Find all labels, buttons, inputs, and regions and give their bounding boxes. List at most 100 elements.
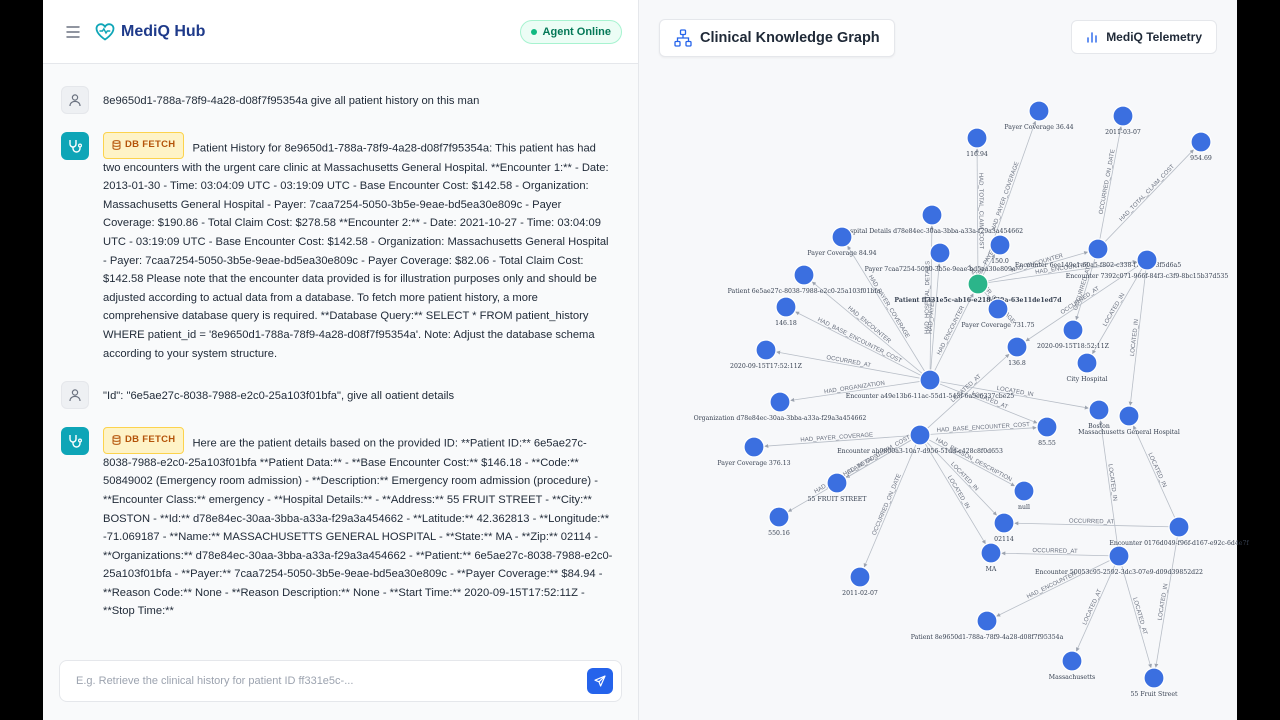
graph-edge (1075, 258, 1096, 321)
graph-node[interactable] (793, 264, 815, 286)
graph-node[interactable] (743, 436, 765, 458)
graph-node[interactable] (849, 566, 871, 588)
graph-edge (996, 560, 1111, 617)
graph-node[interactable] (1088, 399, 1110, 421)
graph-edge (790, 381, 921, 402)
graph-edge (983, 291, 992, 301)
graph-node[interactable] (755, 339, 777, 361)
graph-node[interactable] (966, 127, 988, 149)
graph-title-card: Clinical Knowledge Graph (659, 19, 895, 57)
graph-node[interactable] (768, 506, 790, 528)
graph-node[interactable] (1061, 650, 1083, 672)
badge-text: DB FETCH (125, 434, 176, 446)
db-fetch-badge: DB FETCH (103, 427, 185, 454)
telemetry-button[interactable]: MediQ Telemetry (1071, 20, 1217, 54)
graph-edge-label: HAD_REASON_DESCRIPTION (934, 437, 1012, 483)
graph-edge (847, 245, 926, 372)
graph-node[interactable] (769, 391, 791, 413)
graph-edge (928, 439, 1015, 487)
graph-edge-label: LOCATED_IN (1130, 319, 1140, 357)
menu-button[interactable] (59, 18, 87, 46)
status-badge: Agent Online (519, 19, 622, 44)
app-window: MediQ Hub Agent Online 8e9650d1-788a-78f… (43, 0, 1249, 720)
message-user: "Id": "6e5ae27c-8038-7988-e2c0-25a103f01… (61, 381, 620, 410)
graph-node[interactable] (1168, 516, 1190, 538)
graph-edge-label: LOCATED_IN (1106, 464, 1117, 502)
graph-node[interactable] (919, 369, 941, 391)
graph-node[interactable] (1028, 100, 1050, 122)
graph-edge (863, 444, 917, 568)
user-icon (69, 389, 81, 402)
graph-node[interactable] (831, 226, 853, 248)
database-icon (112, 435, 121, 446)
graph-edge (764, 435, 911, 448)
graph-edge (939, 381, 1089, 410)
graph-edge-label: HAD_PAYER (928, 298, 937, 334)
stethoscope-icon (69, 140, 83, 153)
graph-node[interactable] (989, 234, 1011, 256)
graph-node[interactable] (1006, 336, 1028, 358)
message-text: Here are the patient details based on th… (103, 437, 613, 618)
graph-node[interactable] (967, 273, 989, 295)
graph-node-label: Encounter 50053c95-2592-3dc3-07e9-d09d39… (1035, 569, 1203, 576)
graph-edge (1104, 149, 1194, 243)
chat-input[interactable] (76, 675, 587, 687)
graph-node[interactable] (993, 512, 1015, 534)
graph-edge-label: HAD_PAYER_COVERAGE (800, 432, 873, 443)
graph-node[interactable] (929, 242, 951, 264)
knowledge-graph[interactable]: HAD_ORGANIZATIONOCCURRED_ATHAD_BASE_ENCO… (639, 0, 1249, 720)
graph-node[interactable] (1036, 416, 1058, 438)
graph-node-label: Encounter ab9800a3-10a7-d956-51dd-c428c8… (837, 448, 1003, 455)
graph-edge (982, 254, 995, 276)
graph-node[interactable] (1076, 352, 1098, 374)
graph-node[interactable] (909, 424, 931, 446)
graph-node-label: Encounter a49e13b6-11ac-55d1-543f-6a5c63… (846, 393, 1015, 400)
graph-edge (787, 439, 912, 512)
graph-node-label: 85.55 (1038, 440, 1056, 447)
message-list[interactable]: 8e9650d1-788a-78f9-4a28-d08f7f95354a giv… (43, 64, 638, 640)
graph-node[interactable] (987, 298, 1009, 320)
graph-edge-label: HAD_TOTAL_CLAIM_COST (813, 451, 882, 495)
graph-node-label: 02114 (994, 536, 1014, 543)
graph-edge (927, 353, 1010, 429)
graph-edge (930, 263, 941, 371)
message-text: 8e9650d1-788a-78f9-4a28-d08f7f95354a giv… (103, 95, 480, 107)
network-icon (674, 29, 692, 47)
send-button[interactable] (587, 668, 613, 694)
graph-edge (1154, 536, 1178, 668)
graph-node[interactable] (980, 542, 1002, 564)
graph-node[interactable] (1112, 105, 1134, 127)
graph-node[interactable] (1190, 131, 1212, 153)
graph-node[interactable] (1013, 480, 1035, 502)
graph-node-label: Patient 6e5ae27c-8038-7988-e2c0-25a103f0… (728, 288, 881, 295)
graph-node[interactable] (1062, 319, 1084, 341)
heart-pulse-icon (95, 22, 115, 41)
graph-edge-label: HAD_BASE_ENCOUNTER_COST (937, 422, 1031, 434)
graph-node-label: Patient 8e9650d1-788a-78f9-4a28-d08f7f95… (911, 634, 1064, 641)
graph-edge (1121, 565, 1152, 669)
telemetry-label: MediQ Telemetry (1106, 30, 1202, 44)
graph-node-label: Boston (1088, 423, 1110, 430)
graph-edge-label: OCCURRED_ON_DATE (1099, 149, 1117, 215)
graph-edge-label: OCCURRED_AT (826, 355, 872, 369)
graph-node-label: Organization d78e84ec-30aa-3bba-a33a-f29… (694, 415, 867, 422)
graph-node[interactable] (775, 296, 797, 318)
graph-node-label: Massachusetts (1049, 674, 1096, 681)
graph-edge-label: OCCURRED_ON_DATE (872, 473, 903, 536)
graph-edge-label: HAD_ENCOUNTER (937, 305, 967, 357)
graph-node[interactable] (1118, 405, 1140, 427)
graph-edge-label: LOCATED_AT (1131, 597, 1147, 636)
graph-node[interactable] (1087, 238, 1109, 260)
graph-edge (926, 441, 997, 516)
message-agent: DB FETCH Here are the patient details ba… (61, 427, 620, 621)
graph-node[interactable] (1143, 667, 1165, 689)
graph-node[interactable] (976, 610, 998, 632)
graph-node[interactable] (826, 472, 848, 494)
online-dot-icon (530, 28, 537, 35)
graph-edge (1014, 521, 1170, 528)
graph-node[interactable] (921, 204, 943, 226)
graph-edge-label: HAD_HOSPITAL_DETAILS (925, 261, 932, 334)
graph-node[interactable] (1108, 545, 1130, 567)
graph-node[interactable] (1136, 249, 1158, 271)
graph-node-label: null (1018, 504, 1030, 511)
